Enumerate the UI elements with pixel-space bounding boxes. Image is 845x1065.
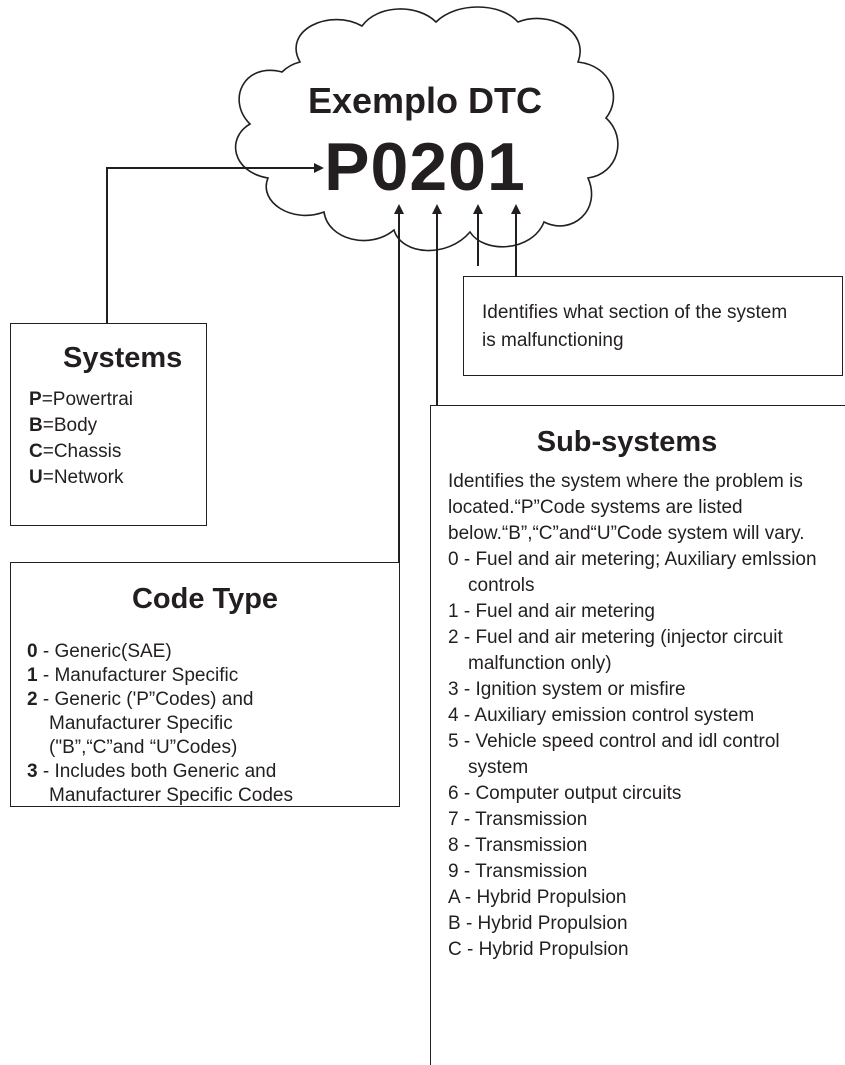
sub-systems-item: 4 - Auxiliary emission control system bbox=[448, 705, 755, 726]
sub-systems-item: B - Hybrid Propulsion bbox=[448, 913, 628, 934]
systems-connector bbox=[106, 163, 324, 323]
systems-item: B=Body bbox=[29, 415, 98, 436]
sub-systems-item: 5 - Vehicle speed control and idl contro… bbox=[448, 731, 780, 778]
code-type-title: Code Type bbox=[131, 583, 279, 615]
systems-item: C=Chassis bbox=[29, 441, 122, 462]
sub-systems-item: 3 - Ignition system or misfire bbox=[448, 679, 686, 700]
sub-systems-item: 8 - Transmission bbox=[448, 835, 588, 856]
sub-systems-item: 6 - Computer output circuits bbox=[448, 783, 682, 804]
sub-systems-box: Sub-systems Identifies the system where … bbox=[430, 405, 845, 1065]
systems-item: U=Network bbox=[29, 467, 124, 488]
section-box: Identifies what section of the system is… bbox=[463, 276, 843, 376]
sub-systems-item: 1 - Fuel and air metering bbox=[448, 601, 655, 622]
systems-title: Systems bbox=[63, 342, 183, 374]
dtc-code: P0201 bbox=[324, 129, 526, 205]
sub-systems-description: Identifies the system where the problem … bbox=[448, 471, 805, 544]
sub-systems-item: 9 - Transmission bbox=[448, 861, 588, 882]
code-type-item: 0 - Generic(SAE) bbox=[27, 641, 172, 662]
code-type-list: 0 - Generic(SAE) 1 - Manufacturer Specif… bbox=[27, 640, 399, 808]
sub-systems-item: 0 - Fuel and air metering; Auxiliary eml… bbox=[448, 549, 817, 596]
sub-systems-item: 2 - Fuel and air metering (injector circ… bbox=[448, 627, 783, 674]
sub-systems-item: A - Hybrid Propulsion bbox=[448, 887, 627, 908]
systems-item: P=Powertrai bbox=[29, 389, 134, 410]
sub-systems-title: Sub-systems bbox=[536, 426, 718, 458]
section-text: Identifies what section of the system is… bbox=[482, 302, 788, 351]
code-type-item: 1 - Manufacturer Specific bbox=[27, 665, 239, 686]
sub-systems-list: 0 - Fuel and air metering; Auxiliary eml… bbox=[448, 547, 838, 963]
sub-systems-item: 7 - Transmission bbox=[448, 809, 588, 830]
cloud-shape bbox=[234, 6, 619, 252]
sub-systems-item: C - Hybrid Propulsion bbox=[448, 939, 629, 960]
systems-box: Systems P=Powertrai B=Body C=Chassis U=N… bbox=[10, 323, 207, 526]
systems-list: P=Powertrai B=Body C=Chassis U=Network bbox=[29, 387, 206, 491]
cloud-title: Exemplo DTC bbox=[307, 80, 543, 121]
code-type-item: 3 - Includes both Generic and Manufactur… bbox=[27, 761, 293, 806]
code-type-item: 2 - Generic ('P”Codes) and Manufacturer … bbox=[27, 689, 254, 758]
code-type-box: Code Type 0 - Generic(SAE) 1 - Manufactu… bbox=[10, 562, 400, 807]
